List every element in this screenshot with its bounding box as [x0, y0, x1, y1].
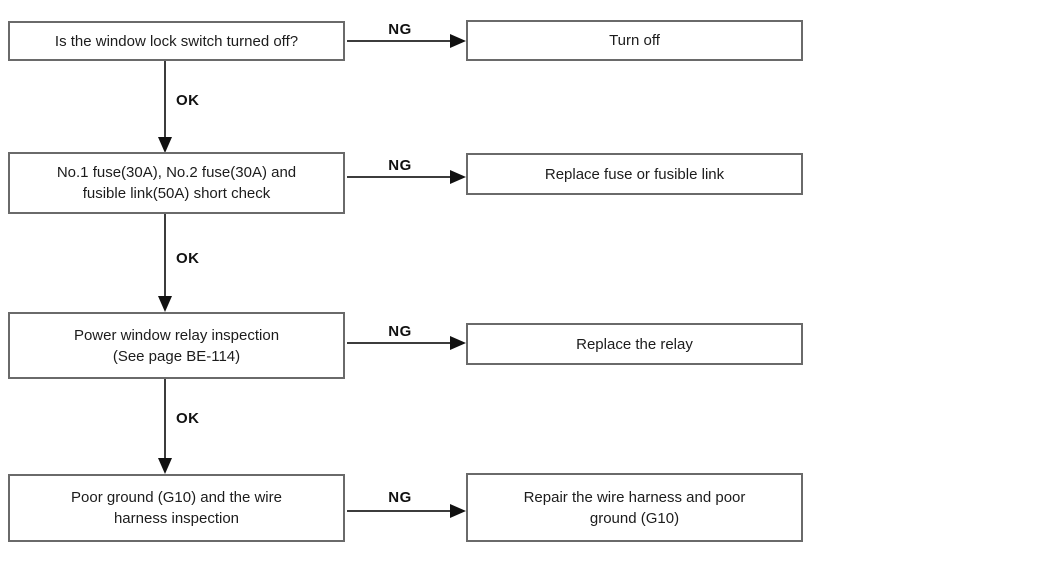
action-box-replace-relay: Replace the relay — [466, 323, 803, 365]
ok-arrow-line-2 — [164, 214, 166, 298]
ng-arrow-line-2 — [347, 176, 452, 178]
right-arrowhead-icon — [450, 504, 466, 518]
ok-arrow-line-3 — [164, 379, 166, 460]
right-arrowhead-icon — [450, 170, 466, 184]
ng-label-3: NG — [388, 323, 412, 340]
check-box-poor-ground-harness: Poor ground (G10) and the wire harness i… — [8, 474, 345, 542]
ng-arrow-line-3 — [347, 342, 452, 344]
ng-arrow-line-4 — [347, 510, 452, 512]
ok-arrow-line-1 — [164, 61, 166, 139]
action-box-replace-fuse: Replace fuse or fusible link — [466, 153, 803, 195]
down-arrowhead-icon — [158, 296, 172, 312]
ok-label-2: OK — [176, 250, 200, 267]
ng-label-1: NG — [388, 21, 412, 38]
check-box-fuse-short-check: No.1 fuse(30A), No.2 fuse(30A) and fusib… — [8, 152, 345, 214]
ok-label-3: OK — [176, 410, 200, 427]
down-arrowhead-icon — [158, 137, 172, 153]
check-box-power-window-relay: Power window relay inspection (See page … — [8, 312, 345, 379]
check-box-window-lock-switch: Is the window lock switch turned off? — [8, 21, 345, 61]
ng-label-2: NG — [388, 157, 412, 174]
ng-arrow-line-1 — [347, 40, 452, 42]
action-box-repair-harness: Repair the wire harness and poor ground … — [466, 473, 803, 542]
action-box-turn-off: Turn off — [466, 20, 803, 61]
ok-label-1: OK — [176, 92, 200, 109]
down-arrowhead-icon — [158, 458, 172, 474]
right-arrowhead-icon — [450, 34, 466, 48]
ng-label-4: NG — [388, 489, 412, 506]
right-arrowhead-icon — [450, 336, 466, 350]
